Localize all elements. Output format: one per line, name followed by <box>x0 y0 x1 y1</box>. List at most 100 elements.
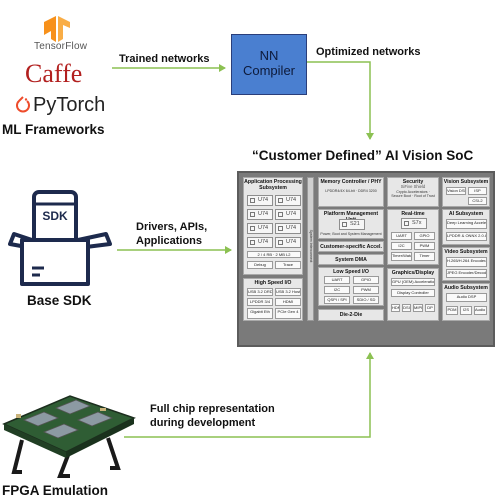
pytorch-label: PyTorch <box>33 94 106 116</box>
customer-accel-label: Customer-specific Accel. <box>320 244 382 250</box>
memory-controller: Memory Controller / PHY LPDDR4/4X 64-bit… <box>318 177 384 207</box>
graphics-title: Graphics/Display <box>391 270 435 276</box>
sdk-box-icon <box>8 190 112 286</box>
app-processing-subsystem: Application Processing Subsystem U74 U74… <box>243 177 303 275</box>
vision-cell-3: CSI-2 <box>468 197 487 205</box>
rt-cell-2: GPIO <box>414 232 435 240</box>
drivers-label-line2: Applications <box>136 235 203 247</box>
video-title: Video Subsystem <box>444 249 488 255</box>
ai-title: AI Subsystem <box>448 211 484 217</box>
caffe-logo: Caffe <box>25 59 83 88</box>
core-s7x: S7x <box>401 218 427 229</box>
system-dma: System DMA <box>318 254 384 265</box>
die-2-die-label: Die-2-Die <box>339 312 363 318</box>
customer-accel: Customer-specific Accel. <box>318 241 384 252</box>
audio-cell-2: PDM <box>446 306 458 315</box>
nn-compiler-line2: Compiler <box>242 63 295 78</box>
hs-cell-3: LPDDR 3/4 <box>247 298 273 306</box>
hs-cell-1: USB 3.2 DRD <box>247 288 273 296</box>
audio-subsystem: Audio Subsystem Audio DSP PDM I2S Audio … <box>442 283 490 321</box>
ml-frameworks-caption: ML Frameworks <box>2 122 105 137</box>
ls-cell-4: PWM <box>353 286 379 294</box>
rt-cell-3: I2C <box>391 242 412 250</box>
memory-controller-sub: LPDDR4/4X 64-bit · DDR4 3200 <box>325 189 377 193</box>
core-u74-8: U74 <box>275 237 301 248</box>
ai-cell-1: Deep Learning Accelerator <box>446 219 487 229</box>
debug-cell: Debug <box>247 261 273 269</box>
core-u74-1: U74 <box>247 195 273 206</box>
hs-cell-4: HDMI <box>275 298 301 306</box>
gfx-cell-6: DP <box>425 304 435 312</box>
app-processing-title-2: Subsystem <box>259 185 287 191</box>
audio-cell-3: I2S <box>460 306 472 315</box>
sdk-icon-text: SDK <box>42 209 68 223</box>
realtime-block: Real-time S7x UART GPIO I2C PWM Timer/Wa… <box>387 209 439 265</box>
hs-cell-6: PCIe Gen 4 <box>275 308 301 319</box>
arrow-optimized-networks <box>307 61 374 140</box>
ls-cell-2: GPIO <box>353 276 379 284</box>
optimized-networks-label: Optimized networks <box>316 46 421 58</box>
core-u74-4: U74 <box>275 209 301 220</box>
rt-cell-6: Timer <box>414 252 435 261</box>
vision-title: Vision Subsystem <box>443 179 489 185</box>
tensorflow-icon <box>44 16 70 42</box>
gfx-cell-5: MIPI <box>413 304 423 312</box>
graphics-display: Graphics/Display GPU (OEM) Acceleration … <box>387 268 439 321</box>
security-brand: SiFive Shield <box>400 184 426 189</box>
soc-title: “Customer Defined” AI Vision SoC <box>252 148 474 163</box>
ls-cell-3: I2C <box>324 286 350 294</box>
security-sub: Crypto Accelerators · Secure Boot · Root… <box>391 190 435 199</box>
core-u74-5: U74 <box>247 223 273 234</box>
ai-subsystem: AI Subsystem Deep Learning Accelerator L… <box>442 209 490 245</box>
app-processing-title: Application Processing <box>244 179 302 185</box>
video-cell-1: H.265/H.264 Encoder/Decoder <box>446 257 487 267</box>
hs-cell-2: USB 3.2 Host <box>275 288 301 296</box>
core-u74-6: U74 <box>275 223 301 234</box>
l2-cache: 2 / 4 RB · 2 MB L2 <box>247 251 301 258</box>
platform-management-sub: Power, Boot and System Management <box>320 232 382 236</box>
gfx-cell-1: GPU (OEM) Acceleration <box>391 278 435 286</box>
rt-cell-1: UART <box>391 232 412 240</box>
ls-cell-6: SDIO / SD <box>353 296 379 304</box>
realtime-title: Real-time <box>401 211 425 217</box>
video-cell-2: JPEG Encoder/Decoder <box>446 269 487 278</box>
gfx-cell-4: DSI <box>402 304 411 312</box>
interconnect-label: System Interconnect <box>309 229 313 263</box>
high-speed-io: High Speed I/O USB 3.2 DRD USB 3.2 Host … <box>243 278 303 321</box>
nn-compiler-line1: NN <box>259 48 279 63</box>
ai-cell-2: LPDDR & ONNX 2.0 Accel. <box>446 232 487 241</box>
fullchip-label-line1: Full chip representation <box>150 403 275 415</box>
tensorflow-logo: TensorFlow <box>24 16 120 54</box>
low-speed-io: Low Speed I/O UART GPIO I2C PWM QSPI / S… <box>318 267 384 306</box>
interconnect-strip: System Interconnect <box>307 177 314 321</box>
rt-cell-4: PWM <box>414 242 435 250</box>
nn-compiler-box: NN Compiler <box>231 34 307 95</box>
base-sdk-caption: Base SDK <box>27 293 92 308</box>
drivers-label-line1: Drivers, APIs, <box>136 221 208 233</box>
fpga-caption: FPGA Emulation <box>2 483 109 498</box>
video-subsystem: Video Subsystem H.265/H.264 Encoder/Deco… <box>442 247 490 281</box>
rt-cell-5: Timer/Watchdog <box>391 252 412 261</box>
gfx-cell-3: HDMI <box>391 304 400 312</box>
platform-management-unit: Platform Management Unit S21 Power, Boot… <box>318 209 384 239</box>
fullchip-label-line2: during development <box>150 417 256 429</box>
pytorch-icon <box>16 96 30 113</box>
vision-cell-2: ISP <box>468 187 487 195</box>
pytorch-logo: PyTorch <box>16 93 126 119</box>
tensorflow-label: TensorFlow <box>34 41 88 52</box>
security-title: Security <box>402 179 424 185</box>
drivers-label: Drivers, APIs, Applications <box>136 220 207 248</box>
gfx-cell-2: Display Controller <box>391 289 435 297</box>
audio-title: Audio Subsystem <box>444 285 488 291</box>
hs-cell-5: Gigabit Eth <box>247 308 273 319</box>
arrow-fpga <box>124 352 374 438</box>
security-block: Security SiFive Shield Crypto Accelerato… <box>387 177 439 207</box>
system-dma-label: System DMA <box>335 257 367 263</box>
low-speed-io-title: Low Speed I/O <box>333 269 369 275</box>
audio-cell-1: Audio DSP <box>446 293 487 302</box>
ls-cell-1: UART <box>324 276 350 284</box>
trace-cell: Trace <box>275 261 301 269</box>
vision-cell-1: Vision DSP <box>446 187 466 195</box>
vision-subsystem: Vision Subsystem Vision DSP ISP CSI-2 <box>442 177 490 207</box>
